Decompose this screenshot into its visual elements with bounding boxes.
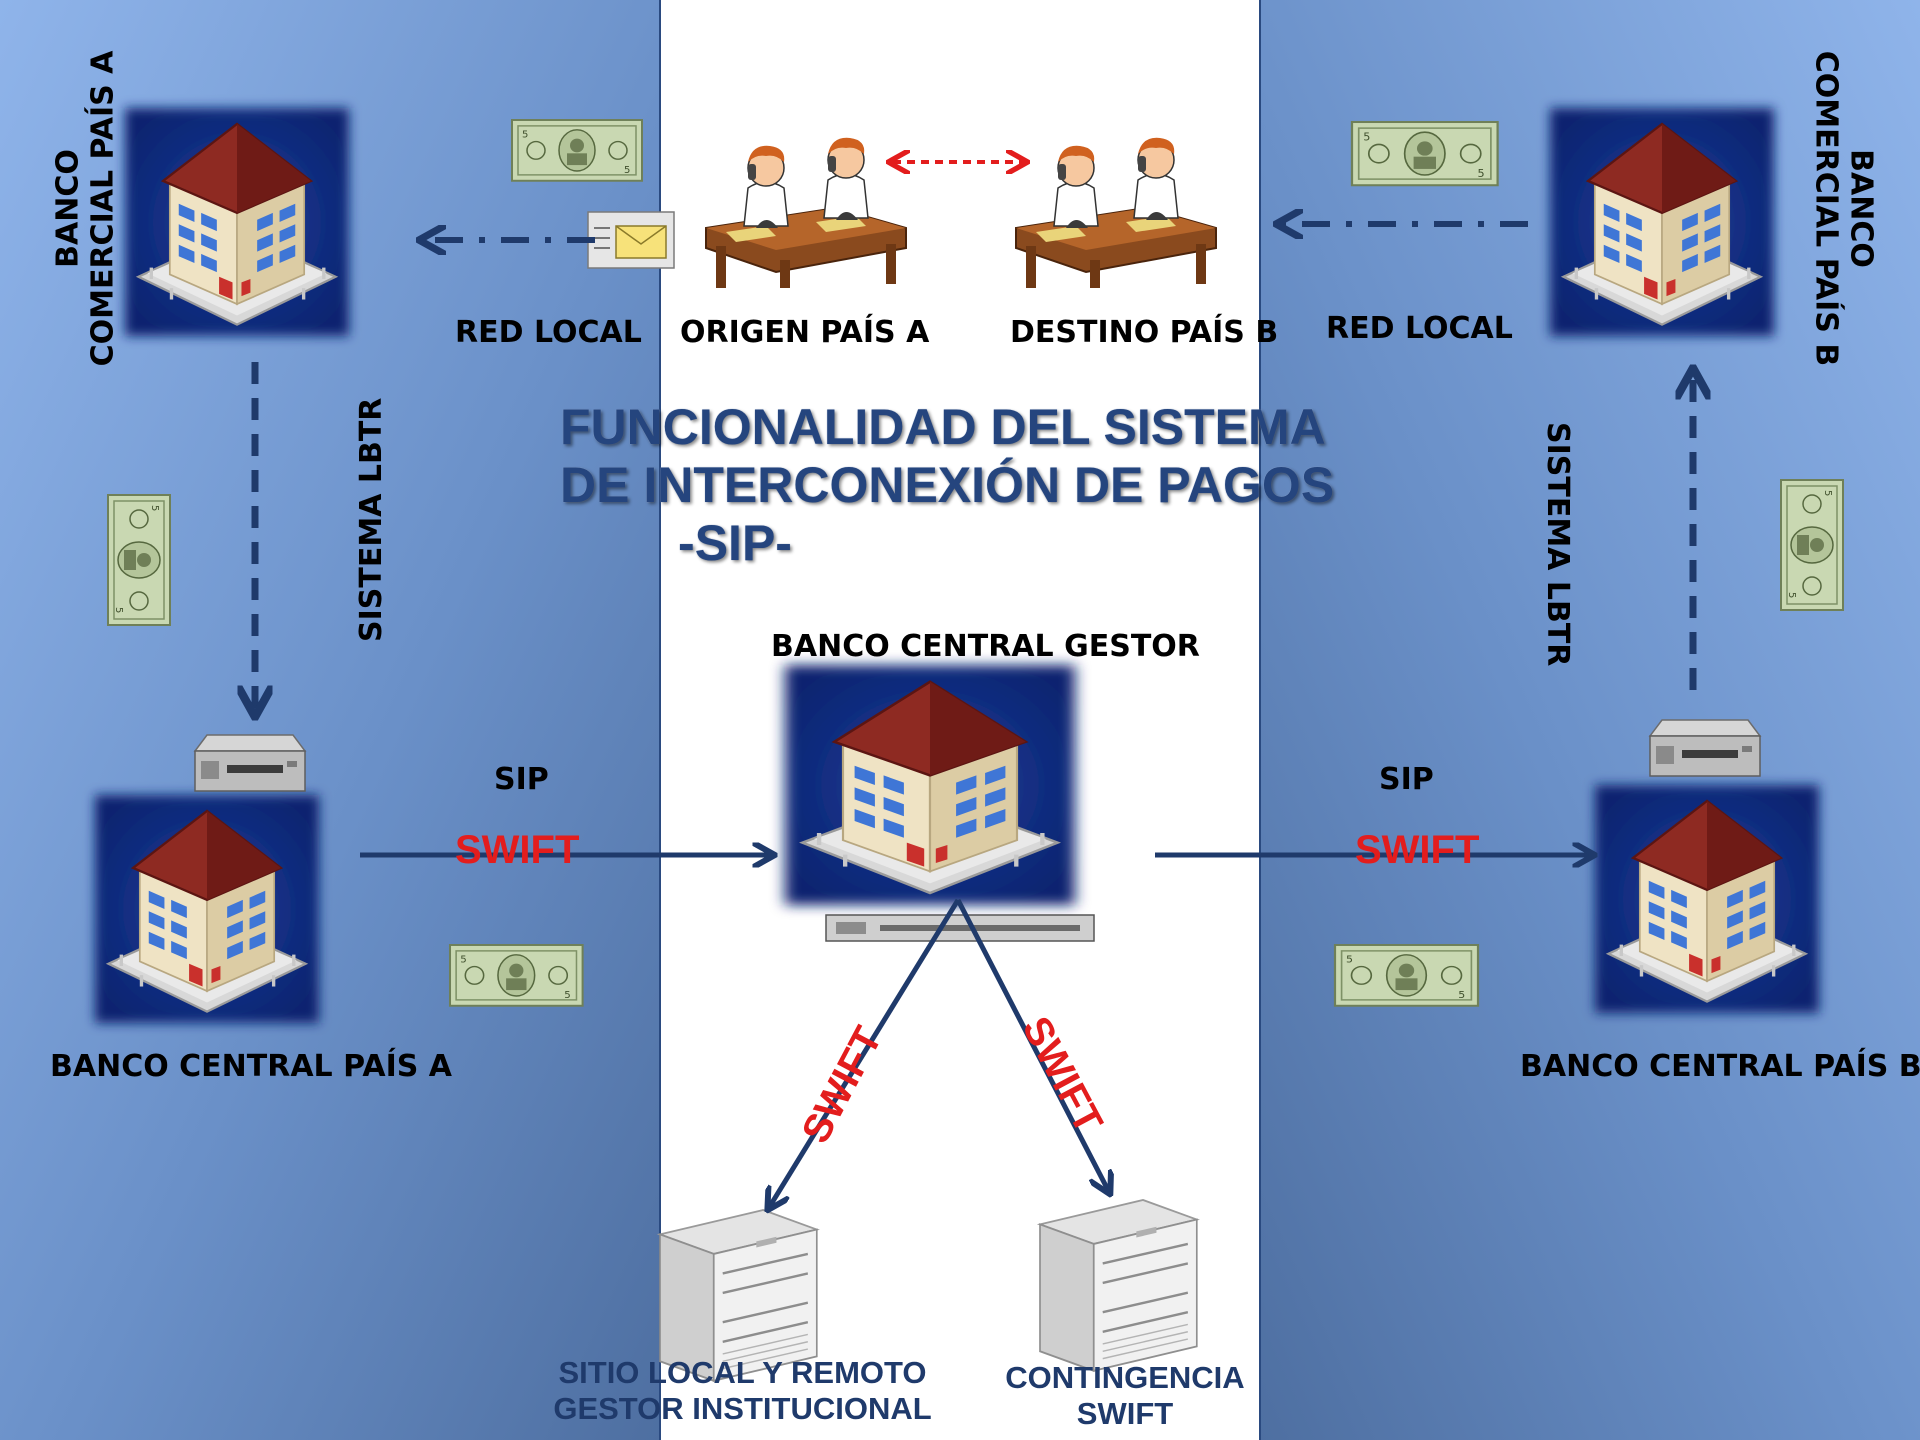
building-icon-central-gestor [785,665,1075,905]
arrow-swift-sitio [770,898,961,1206]
building-icon-comercial-b [1550,108,1774,336]
label-sistema-lbtr-a: SISTEMA LBTR [354,397,389,642]
label-red-local-a: RED LOCAL [455,315,642,350]
rack-server-icon-gestor [825,914,1095,942]
label-banco-central-a: BANCO CENTRAL PAÍS A [50,1049,452,1084]
page-title: FUNCIONALIDAD DEL SISTEMA DE INTERCONEXI… [560,399,1334,571]
arrow-swift-contingencia [955,898,1108,1190]
banknote-icon-top-left [511,119,643,182]
label-banco-central-gestor: BANCO CENTRAL GESTOR [771,629,1200,664]
banknote-icon-right-vertical [1780,479,1844,611]
label-sip-a: SIP [494,762,549,797]
banknote-icon-central-a [448,943,584,1007]
building-icon-central-b [1595,785,1819,1013]
label-destino: DESTINO PAÍS B [1010,315,1279,350]
server-cabinet-icon-contingencia [1038,1198,1199,1373]
building-icon-comercial-a [125,108,349,336]
mail-icon [587,211,675,269]
label-sip-b: SIP [1379,762,1434,797]
label-red-local-b: RED LOCAL [1326,311,1513,346]
label-banco-central-b: BANCO CENTRAL PAÍS B [1520,1049,1920,1084]
modem-icon-central-b [1649,719,1761,777]
building-icon-central-a [95,795,319,1023]
label-swift-a: SWIFT [455,828,580,872]
label-banco-comercial-b: BANCO COMERCIAL PAÍS B [1809,50,1879,367]
banknote-icon-top-right [1350,120,1499,187]
label-banco-comercial-a: BANCO COMERCIAL PAÍS A [50,50,121,367]
modem-icon-central-a [194,734,306,792]
label-swift-b: SWIFT [1355,828,1480,872]
label-sitio-local: SITIO LOCAL Y REMOTO GESTOR INSTITUCIONA… [553,1355,932,1426]
banknote-icon-left-vertical [107,494,171,626]
label-origen: ORIGEN PAÍS A [680,315,930,350]
label-contingencia: CONTINGENCIA SWIFT [1005,1360,1245,1431]
label-sistema-lbtr-b: SISTEMA LBTR [1540,422,1575,667]
banknote-icon-central-b [1333,943,1480,1007]
